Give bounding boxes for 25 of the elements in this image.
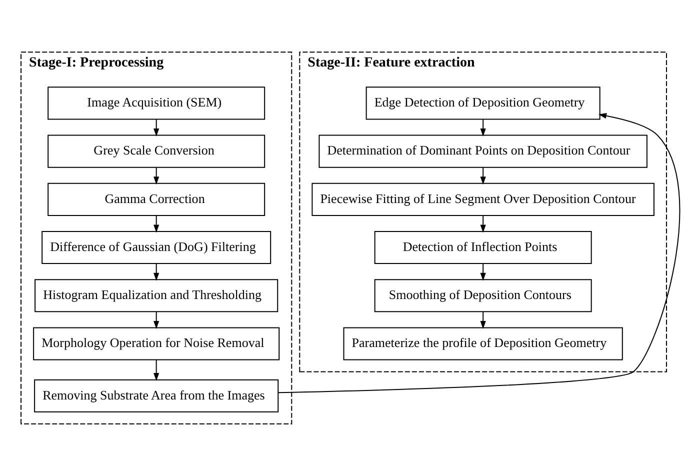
node-box: Removing Substrate Area from the Images	[34, 379, 278, 412]
node-box: Determination of Dominant Points on Deposition Contour	[318, 134, 647, 168]
arrow	[480, 166, 486, 185]
arrow	[153, 263, 159, 281]
node-box: Edge Detection of Deposition Geometry	[365, 86, 600, 120]
arrow	[153, 166, 159, 185]
node-box: Gamma Correction	[47, 182, 265, 216]
arrow	[480, 263, 486, 281]
node-box: Grey Scale Conversion	[47, 134, 265, 168]
node-box: Piecewise Fitting of Line Segment Over Deposition Contour	[311, 182, 654, 216]
arrow	[153, 118, 159, 137]
node-box: Morphology Operation for Noise Removal	[32, 327, 280, 360]
arrow	[153, 359, 159, 381]
arrow	[153, 215, 159, 233]
arrow	[480, 215, 486, 233]
node-box: Difference of Gaussian (DoG) Filtering	[41, 230, 271, 264]
node-box: Image Acquisition (SEM)	[47, 86, 265, 120]
node-box: Detection of Inflection Points	[374, 230, 592, 264]
node-box: Smoothing of Deposition Contours	[374, 279, 592, 312]
arrow	[153, 311, 159, 329]
arrow	[480, 118, 486, 137]
node-box: Parameterize the profile of Deposition Geometry	[342, 327, 622, 360]
arrow	[277, 113, 680, 394]
arrow	[480, 311, 486, 329]
node-box: Histogram Equalization and Thresholding	[34, 279, 278, 312]
